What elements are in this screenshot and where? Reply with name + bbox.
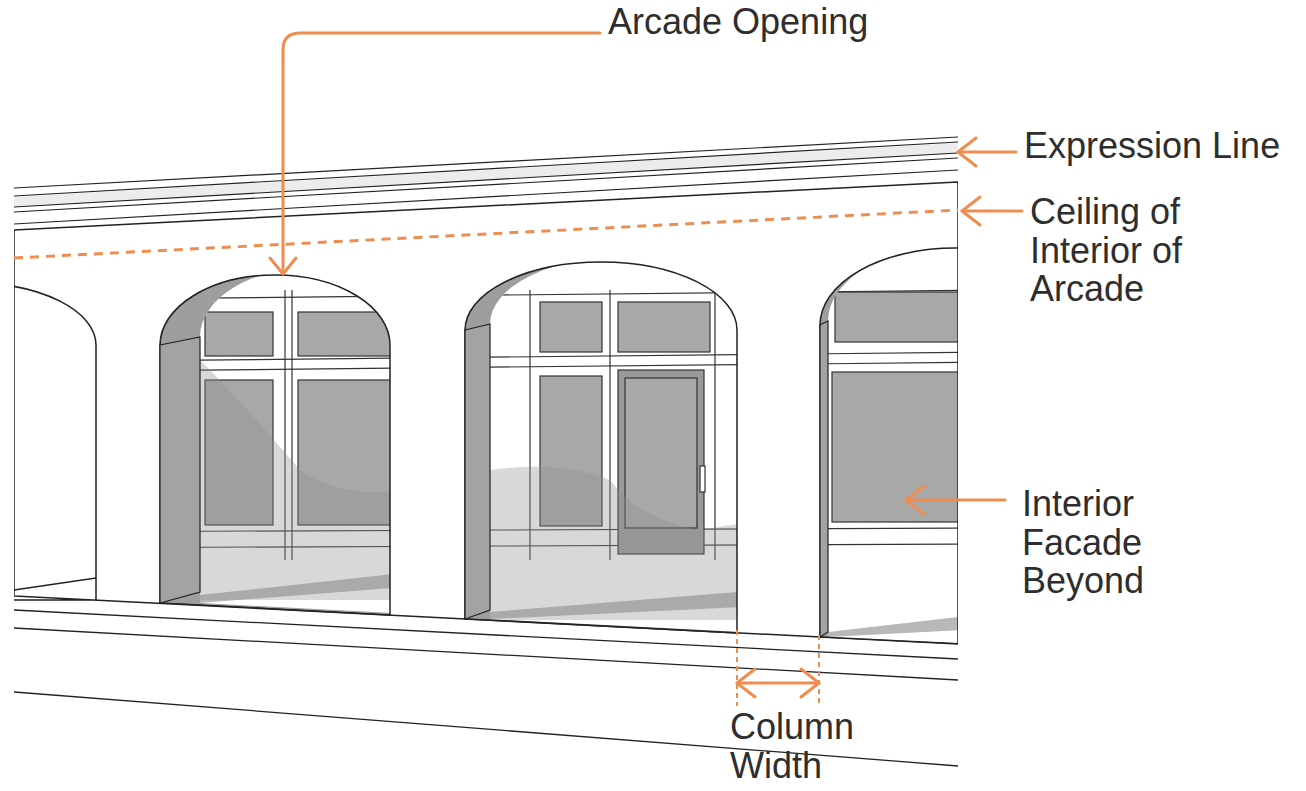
window-pane <box>540 302 602 352</box>
column-side <box>160 337 200 603</box>
expression-band <box>14 137 958 224</box>
cast-shadow <box>490 467 762 620</box>
leader-line <box>958 151 1016 154</box>
arrow-head <box>958 138 976 166</box>
leader-line <box>962 210 1022 213</box>
leader-line <box>906 499 1005 502</box>
arrow-head <box>962 197 980 225</box>
window-frame <box>714 290 715 560</box>
extension-line <box>736 630 738 706</box>
expression-band <box>14 153 958 207</box>
door <box>700 466 705 492</box>
window-pane <box>835 292 958 342</box>
callout-label: Expression Line <box>1024 127 1280 166</box>
callout-label: Column Width <box>730 708 890 785</box>
window-pane <box>618 302 710 352</box>
column-side <box>465 324 490 619</box>
expression-band <box>14 137 958 224</box>
arrow-head <box>270 258 296 274</box>
expression-band <box>14 158 958 212</box>
dimension-line <box>737 682 819 685</box>
floor-shadow <box>828 612 958 637</box>
arrow-head <box>737 669 755 697</box>
callout-label: Arcade Opening <box>608 3 868 42</box>
arcade-wall <box>14 182 958 650</box>
arrow-head <box>801 669 819 697</box>
window-pane <box>205 312 273 356</box>
callout-label: Interior Facade Beyond <box>1022 485 1192 601</box>
column-side <box>820 321 828 637</box>
callout-leaders <box>14 33 1022 706</box>
callout-label: Ceiling of Interior of Arcade <box>1030 193 1240 309</box>
ground-lines <box>14 578 96 590</box>
extension-line <box>818 635 820 706</box>
ceiling-line <box>14 210 958 258</box>
expression-band <box>14 142 958 196</box>
building <box>14 137 958 766</box>
column-side <box>160 321 828 637</box>
arrow-head <box>906 486 924 514</box>
leader-line <box>283 33 600 272</box>
